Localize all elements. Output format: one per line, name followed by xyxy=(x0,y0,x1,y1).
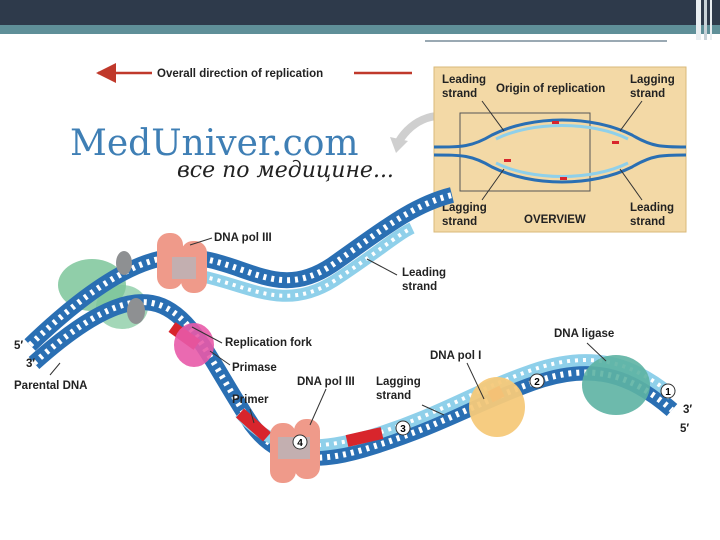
primase-blob xyxy=(174,323,214,367)
step-label: 3 xyxy=(400,424,406,435)
label-dna-pol-iii-bottom: DNA pol III xyxy=(297,376,355,388)
ov-leading-top-2: strand xyxy=(442,88,477,100)
label-dna-ligase: DNA ligase xyxy=(554,328,614,340)
label-3prime-left: 3′ xyxy=(26,358,35,370)
leader-line xyxy=(421,404,445,416)
label-primase: Primase xyxy=(232,362,277,374)
replication-diagram: Overall direction of replication MedUniv… xyxy=(12,45,700,493)
clamp-gray xyxy=(127,298,145,324)
dna-pol-iii-top xyxy=(157,233,207,293)
ov-leading-bottom-1: Leading xyxy=(630,202,674,214)
ov-lagging-top-2: strand xyxy=(630,88,665,100)
primer-segment xyxy=(236,408,271,442)
leader-line xyxy=(249,408,255,424)
watermark-tagline: все по медицине... xyxy=(177,158,394,183)
leader-line xyxy=(466,362,485,400)
step-circle-1: 1 xyxy=(660,383,676,399)
ov-origin-label: Origin of replication xyxy=(496,83,605,95)
label-dna-pol-i: DNA pol I xyxy=(430,350,481,362)
label-leading-strand-2: strand xyxy=(402,281,437,293)
step-label: 4 xyxy=(297,438,303,449)
dna-ligase-blob xyxy=(582,355,650,415)
label-dna-pol-iii-top: DNA pol III xyxy=(214,232,272,244)
clamp-gray xyxy=(116,251,132,275)
step-circle-3: 3 xyxy=(395,420,411,436)
label-lagging-strand-1: Lagging xyxy=(376,376,421,388)
leader-line xyxy=(309,388,327,426)
label-lagging-strand-2: strand xyxy=(376,390,411,402)
overview-pointer-head xyxy=(390,137,408,153)
direction-label: Overall direction of replication xyxy=(157,68,323,80)
parental-strand-top xyxy=(24,187,455,351)
label-parental-dna: Parental DNA xyxy=(14,380,88,392)
leader-line xyxy=(189,237,213,246)
leader-line xyxy=(366,258,398,276)
label-primer: Primer xyxy=(232,394,269,406)
overview-panel: Leading strand Origin of replication Lag… xyxy=(433,66,687,233)
label-replication-fork: Replication fork xyxy=(225,337,313,349)
corner-decoration xyxy=(696,0,712,40)
title-bar xyxy=(0,0,720,25)
diagram-canvas: Overall direction of replication MedUniv… xyxy=(14,63,692,483)
label-5prime-left: 5′ xyxy=(14,340,23,352)
step-circle-4: 4 xyxy=(292,434,308,450)
leader-line xyxy=(191,326,223,344)
label-3prime-right: 3′ xyxy=(683,404,692,416)
dna-pol-iii-bottom xyxy=(270,419,320,483)
leader-line xyxy=(586,342,607,362)
step-label: 1 xyxy=(665,387,671,398)
accent-line xyxy=(425,40,667,42)
label-5prime-right: 5′ xyxy=(680,423,689,435)
step-circle-2: 2 xyxy=(529,373,545,389)
leader-line xyxy=(49,362,61,376)
primer-segment xyxy=(345,427,384,447)
ov-lagging-bottom-1: Lagging xyxy=(442,202,487,214)
label-leading-strand-1: Leading xyxy=(402,267,446,279)
dna-pol-i-blob xyxy=(469,377,525,437)
step-label: 2 xyxy=(534,377,540,388)
ov-lagging-top-1: Lagging xyxy=(630,74,675,86)
leader-line xyxy=(209,350,231,366)
ov-title: OVERVIEW xyxy=(524,214,586,226)
ov-leading-top-1: Leading xyxy=(442,74,486,86)
ov-lagging-bottom-2: strand xyxy=(442,216,477,228)
ov-leading-bottom-2: strand xyxy=(630,216,665,228)
accent-bar xyxy=(0,25,720,34)
watermark-site: MedUniver.com xyxy=(70,123,359,164)
